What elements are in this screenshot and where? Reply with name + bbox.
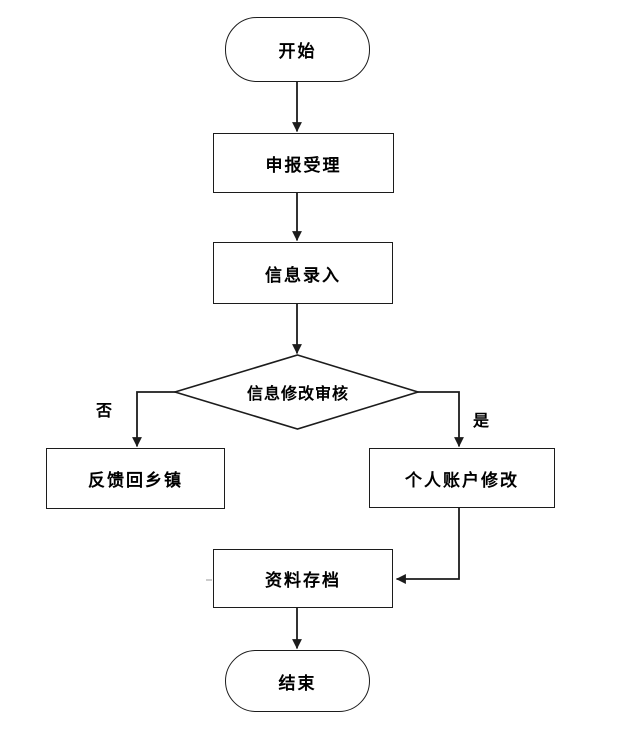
edge-label-yes: 是 [463,409,499,430]
node-input: 信息录入 [213,242,393,304]
node-start: 开始 [225,17,370,82]
node-archive-label: 资料存档 [265,571,341,590]
node-end: 结束 [225,650,370,712]
node-feedback: 反馈回乡镇 [46,448,225,509]
node-accept: 申报受理 [213,133,394,193]
node-start-label: 开始 [278,42,317,61]
node-modify-label: 个人账户修改 [405,470,519,490]
edge-label-no-text: 否 [95,403,112,420]
edge-modify-archive [396,508,460,584]
node-archive: 资料存档 [213,549,393,608]
node-end-label: 结束 [278,673,317,693]
edge-label-no: 否 [86,399,122,420]
edge-label-yes-text: 是 [472,413,489,430]
edge-review-feedback [132,391,176,447]
node-input-label: 信息录入 [265,265,341,285]
decision-diamond-shape [172,354,421,430]
decision-label-text: 信息修改审核 [246,386,349,403]
node-review-label: 信息修改审核 [207,381,389,403]
node-feedback-label: 反馈回乡镇 [88,471,183,490]
node-modify: 个人账户修改 [369,448,555,508]
node-accept-label: 申报受理 [265,155,342,175]
edge-review-modify [417,391,464,447]
